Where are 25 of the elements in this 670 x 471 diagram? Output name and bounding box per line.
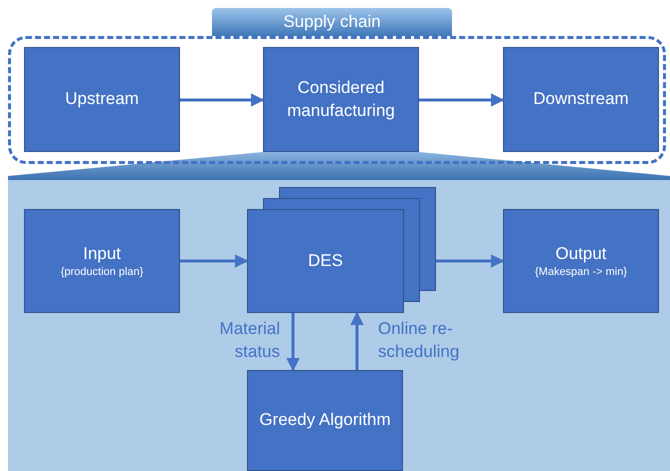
box-title: Output [555, 242, 607, 265]
box-subtitle: {production plan} [60, 264, 144, 280]
box-title: Input [83, 242, 121, 265]
process-box [263, 47, 419, 152]
process-box [247, 370, 403, 471]
arrow [180, 93, 264, 107]
box-title: Greedy Algorithm [259, 409, 391, 432]
process-box [24, 47, 180, 152]
arrow [350, 312, 364, 370]
process-box [503, 209, 659, 313]
box-title: Downstream [533, 88, 629, 110]
arrow [286, 313, 300, 372]
zoom-panel [8, 180, 670, 471]
arrow [180, 254, 248, 268]
group-heading: Supply chain [212, 8, 452, 36]
box-title: Considered manufacturing [286, 77, 396, 122]
box-title: Upstream [65, 88, 139, 110]
process-box [503, 47, 659, 152]
arrow [419, 93, 504, 107]
edge-label: Material status [218, 318, 280, 363]
box-subtitle: {Makespan -> min} [534, 264, 628, 280]
box-title: DES [308, 250, 343, 272]
process-box [24, 209, 180, 313]
edge-label: Online re-scheduling [378, 318, 460, 363]
arrow [436, 254, 504, 268]
